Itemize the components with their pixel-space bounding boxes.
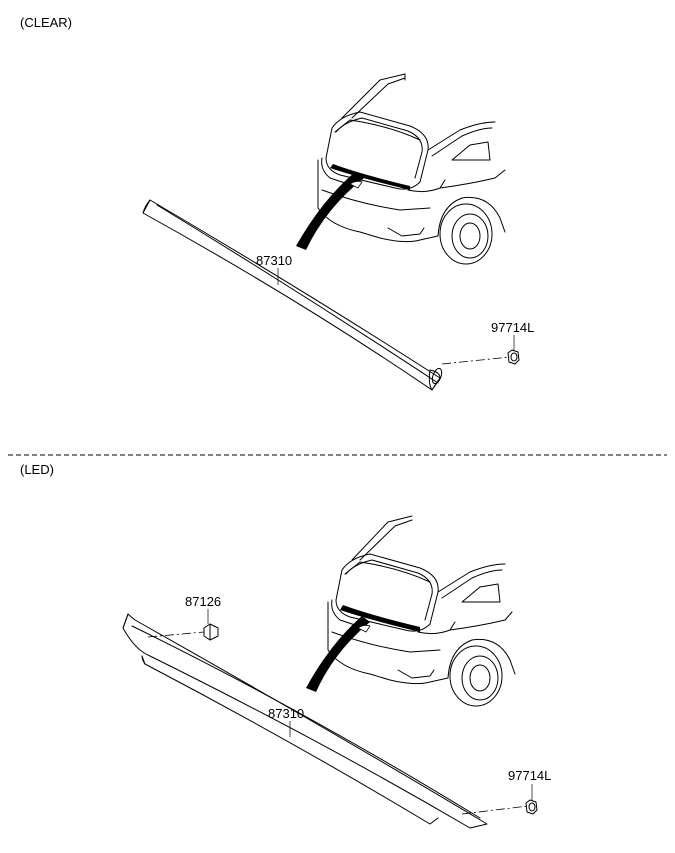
vehicle-rear-illustration-clear bbox=[296, 73, 506, 265]
nut-97714L-clear bbox=[507, 335, 520, 365]
centerline-nut-clear bbox=[441, 356, 511, 365]
section-label-led: (LED) bbox=[20, 462, 54, 477]
garnish-87310-led bbox=[122, 613, 488, 829]
centerline-clip bbox=[147, 631, 205, 638]
part-label-97714L-led: 97714L bbox=[508, 768, 551, 783]
section-label-clear: (CLEAR) bbox=[20, 15, 73, 30]
part-label-97714L-clear: 97714L bbox=[491, 320, 534, 335]
garnish-87310-clear bbox=[142, 199, 443, 391]
part-label-87126: 87126 bbox=[185, 594, 221, 609]
nut-97714L-led bbox=[525, 784, 538, 815]
vehicle-rear-illustration-led bbox=[306, 515, 516, 707]
part-label-87310-led: 87310 bbox=[268, 706, 304, 721]
clip-87126 bbox=[203, 609, 219, 641]
centerline-nut-led bbox=[461, 805, 529, 815]
part-label-87310-clear: 87310 bbox=[256, 253, 292, 268]
